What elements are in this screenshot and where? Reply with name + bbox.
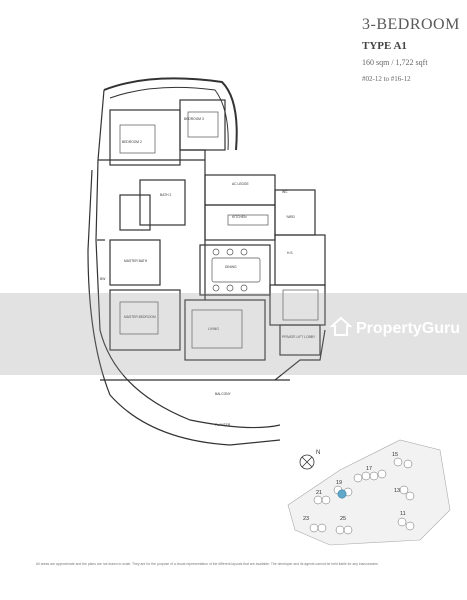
unit-type: TYPE A1: [362, 40, 407, 52]
compass-icon: N: [299, 450, 320, 470]
unit-range: #02-12 to #16-12: [362, 75, 411, 83]
label-lift-lobby: PRIVATE LIFT LOBBY: [282, 335, 316, 339]
label-ac-ledge: AC LEDGE: [232, 182, 249, 186]
label-hs: H.S.: [287, 251, 293, 255]
block-21: 21: [316, 490, 322, 496]
label-bedroom2: BEDROOM 2: [122, 140, 142, 144]
compass-north-label: N: [316, 450, 320, 456]
label-master-bedroom: MASTER BEDROOM: [124, 315, 156, 319]
label-balcony: BALCONY: [215, 392, 232, 396]
watermark-band: [0, 293, 467, 375]
disclaimer: All areas are approximate and the plans …: [36, 562, 379, 566]
label-master-bath: MASTER BATH: [124, 259, 148, 263]
label-bath2: BATH 2: [160, 193, 171, 197]
propertyguru-logo-icon: [330, 316, 352, 336]
block-19: 19: [336, 480, 342, 486]
watermark-text: PropertyGuru: [356, 320, 461, 337]
block-11: 11: [400, 511, 406, 517]
label-wc: WC: [282, 190, 288, 194]
block-17: 17: [366, 466, 372, 472]
block-25: 25: [340, 516, 346, 522]
site-plan: 15 17 13 19 21 23 25 11: [287, 439, 451, 546]
label-bw: BW: [100, 277, 106, 281]
block-15: 15: [392, 452, 398, 458]
page-title: 3-BEDROOM: [362, 16, 460, 33]
label-living: LIVING: [208, 327, 219, 331]
label-yard: YARD: [286, 215, 296, 219]
block-23: 23: [303, 516, 309, 522]
label-dining: DINING: [225, 265, 237, 269]
unit-area: 160 sqm / 1,722 sqft: [362, 58, 428, 67]
label-planter: PLANTER: [215, 423, 231, 427]
label-bedroom3: BEDROOM 3: [184, 117, 204, 121]
label-kitchen: KITCHEN: [232, 215, 247, 219]
block-13: 13: [394, 488, 400, 494]
